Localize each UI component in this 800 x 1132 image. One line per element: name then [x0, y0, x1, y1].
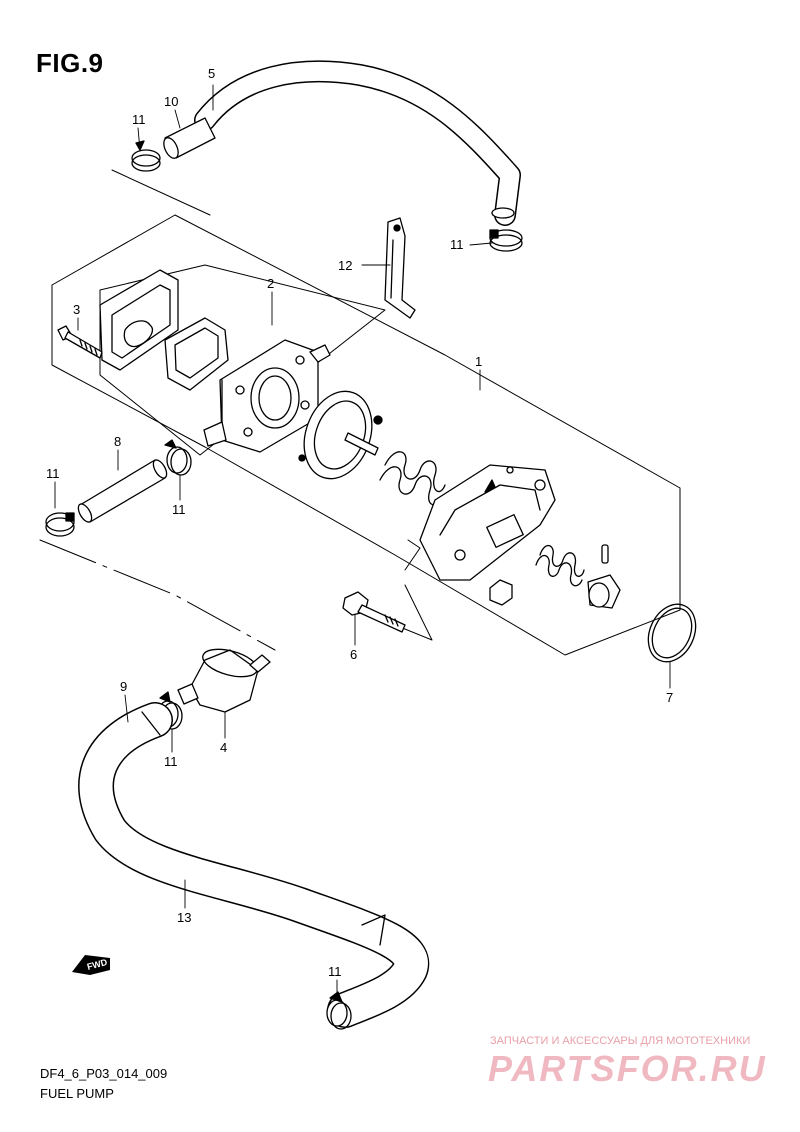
hose-13 [78, 702, 430, 1028]
part-label-9: 9 [120, 679, 127, 694]
pump-cover [419, 464, 556, 581]
screw-3 [57, 325, 103, 359]
gasket-plate-outer [99, 269, 179, 371]
assembly-outline [51, 214, 681, 656]
figure-subtitle: FUEL PUMP [40, 1086, 114, 1101]
clip-11-mid-left [45, 512, 75, 537]
hose-5 [194, 60, 521, 226]
strap-12 [384, 217, 416, 319]
fwd-arrow-icon: FWD [72, 955, 110, 975]
diaphragm [298, 390, 383, 480]
clip-11-bottom [326, 991, 352, 1030]
part-label-3: 3 [73, 302, 80, 317]
part-label-11: 11 [172, 502, 186, 517]
watermark-tagline: ЗАПЧАСТИ И АКСЕССУАРЫ ДЛЯ МОТОТЕХНИКИ [490, 1035, 751, 1047]
part-label-1: 1 [475, 354, 482, 369]
part-label-11: 11 [328, 964, 342, 979]
part-label-4: 4 [220, 740, 227, 755]
part-label-12: 12 [338, 258, 352, 273]
part-label-10: 10 [164, 94, 178, 109]
clip-11-mid-right [164, 439, 192, 476]
pump-body [203, 339, 331, 453]
part-label-11: 11 [450, 237, 464, 252]
part-label-7: 7 [666, 690, 673, 705]
part-label-2: 2 [267, 276, 274, 291]
watermark-logo: PARTSFOR.RU [488, 1048, 767, 1089]
filter-outline [39, 539, 276, 651]
cover-outline [394, 539, 433, 641]
spring-large [379, 451, 446, 506]
leader-lines [54, 84, 671, 999]
part-label-11: 11 [164, 754, 178, 769]
hose-8 [77, 459, 168, 523]
spring-small [535, 544, 585, 587]
part-label-11: 11 [132, 112, 146, 127]
figure-title: FIG.9 [36, 48, 104, 78]
figure-code: DF4_6_P03_014_009 [40, 1066, 168, 1081]
joint-hose-10 [163, 117, 216, 159]
part-label-11: 11 [46, 466, 60, 481]
part-label-8: 8 [114, 434, 121, 449]
fuel-filter-4 [177, 648, 271, 713]
clip-11-top-right [489, 229, 523, 252]
nut [489, 579, 513, 606]
clip-11-top-left [131, 140, 161, 172]
check-valve [587, 544, 621, 609]
bolt-6 [342, 591, 406, 633]
part-label-13: 13 [177, 910, 191, 925]
part-label-6: 6 [350, 647, 357, 662]
o-ring-7 [647, 603, 697, 663]
part-label-5: 5 [208, 66, 215, 81]
gasket-plate-inner [164, 317, 229, 391]
